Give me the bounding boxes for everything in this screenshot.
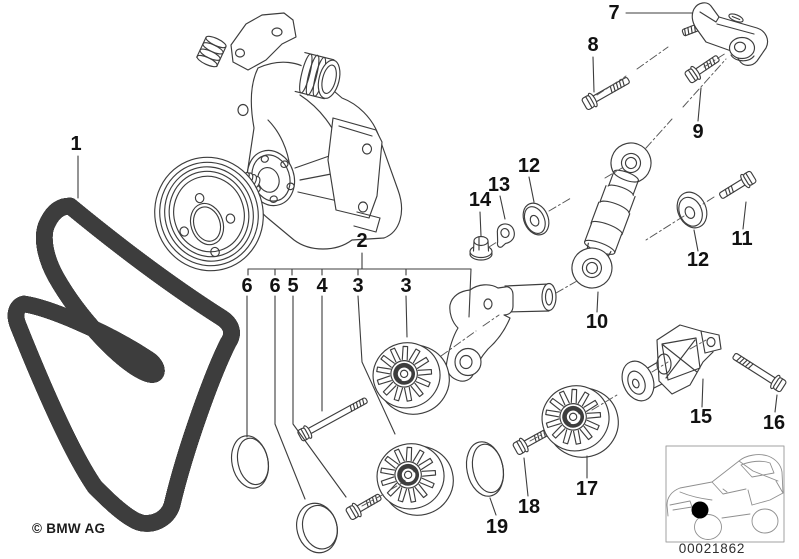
part-label[interactable]: 12 [686, 249, 710, 271]
bracket-7 [692, 3, 767, 66]
bolt-5 [345, 490, 384, 521]
vehicle-locator[interactable] [666, 446, 784, 542]
lock-plate-13 [492, 221, 518, 248]
part-label[interactable]: 4 [316, 275, 328, 297]
part-label[interactable]: 3 [352, 275, 364, 297]
part-label[interactable]: 19 [485, 516, 509, 538]
part-label[interactable]: 11 [731, 228, 753, 250]
washer-12-lower [672, 187, 713, 232]
nut-14 [470, 237, 492, 261]
copyright: © BMW AG [32, 521, 106, 536]
part-label[interactable]: 18 [517, 496, 541, 518]
cover-cap-19 [462, 438, 509, 499]
damper [566, 137, 656, 293]
bolt-16 [730, 349, 788, 393]
pump-neck [196, 34, 228, 69]
water-pump [196, 13, 402, 249]
center-lines [362, 47, 726, 506]
leader-lines [78, 13, 777, 515]
part-label[interactable]: 5 [287, 275, 299, 297]
cover-cap-6b [291, 499, 343, 558]
bolt-4 [296, 394, 369, 443]
cover-cap-6a [227, 432, 273, 491]
location-dot [691, 501, 709, 519]
part-label[interactable]: 6 [241, 275, 253, 297]
part-label[interactable]: 16 [762, 412, 786, 434]
car-sketch [667, 455, 783, 540]
pump-hose-port [295, 52, 344, 101]
bracket-15 [657, 325, 721, 394]
idler-pulley-lower [370, 435, 460, 524]
pump-flange [240, 144, 301, 211]
part-label[interactable]: 6 [269, 275, 281, 297]
part-label[interactable]: 2 [356, 230, 368, 252]
washer-12-upper [518, 199, 553, 239]
part-label[interactable]: 15 [689, 406, 713, 428]
part-label[interactable]: 17 [575, 478, 599, 500]
pulley-17 [535, 377, 625, 466]
part-label[interactable]: 10 [585, 311, 609, 333]
image-number: 00021862 [678, 541, 746, 556]
water-pump-pulley [140, 143, 278, 285]
part-label[interactable]: 3 [400, 275, 412, 297]
part-label[interactable]: 9 [692, 121, 704, 143]
part-label[interactable]: 8 [587, 34, 599, 56]
bolt-11 [717, 170, 758, 203]
bolt-9 [684, 51, 723, 84]
tensioner-arm [446, 284, 556, 382]
part-label[interactable]: 14 [468, 189, 492, 211]
part-label[interactable]: 1 [70, 133, 82, 155]
part-label[interactable]: 13 [487, 174, 511, 196]
bolt-8 [581, 73, 632, 111]
part-label[interactable]: 12 [517, 155, 541, 177]
belt [16, 197, 232, 523]
part-label[interactable]: 7 [608, 2, 620, 24]
idler-pulley-upper [366, 334, 456, 423]
